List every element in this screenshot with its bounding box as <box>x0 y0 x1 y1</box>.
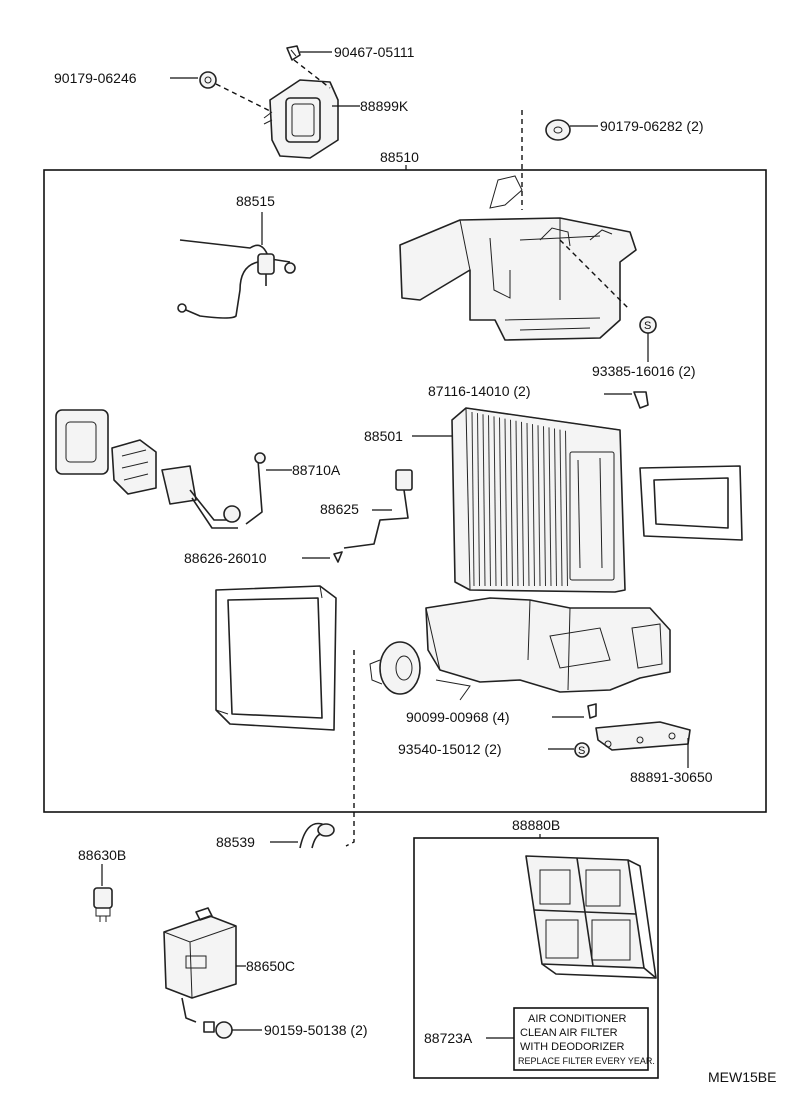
evaporator-fin <box>532 424 535 587</box>
evaporator-fin <box>537 425 541 587</box>
part-90159-50138-screw[interactable] <box>203 1021 233 1039</box>
assembly-label[interactable]: 88510 <box>380 149 419 165</box>
label-88626-26010[interactable]: 88626-26010 <box>184 550 267 566</box>
dashed-90467 <box>293 59 331 89</box>
evaporator-fin <box>515 420 519 587</box>
part-grommet-seal-left[interactable] <box>55 409 109 475</box>
label-88501[interactable]: 88501 <box>364 428 403 444</box>
label-90159-50138[interactable]: 90159-50138 (2) <box>264 1022 368 1038</box>
part-87116-14010-bracket[interactable] <box>633 391 649 409</box>
label-88650C[interactable]: 88650C <box>246 958 295 974</box>
evaporator-fin <box>565 430 568 587</box>
label-88539[interactable]: 88539 <box>216 834 255 850</box>
part-88630B-switch[interactable] <box>93 887 113 922</box>
evaporator-fin <box>521 421 524 587</box>
evaporator-fin <box>526 422 530 587</box>
diagram-code: MEW15BE <box>708 1069 776 1085</box>
evaporator-fin <box>548 427 552 587</box>
part-88650C-amplifier[interactable] <box>163 907 237 1023</box>
part-88539-drain-hose[interactable] <box>299 822 335 849</box>
part-93540-15012-washer[interactable]: S <box>574 742 590 758</box>
evaporator-fin <box>488 415 491 587</box>
label-93540-15012[interactable]: 93540-15012 (2) <box>398 741 502 757</box>
part-88626-26010-clip[interactable] <box>333 551 343 563</box>
evaporator-fin <box>510 419 513 587</box>
evaporator-fins <box>471 411 568 587</box>
evaporator-fin <box>471 411 475 587</box>
dashed-drain-hose <box>345 650 355 847</box>
label-93385-16016[interactable]: 93385-16016 (2) <box>592 363 696 379</box>
caution-line-4: REPLACE FILTER EVERY YEAR. <box>518 1056 655 1066</box>
dashed-upper-case-screw <box>559 239 631 311</box>
label-88723A[interactable]: 88723A <box>424 1030 473 1046</box>
air-filter-outline-box <box>413 837 659 1079</box>
svg-text:S: S <box>578 745 585 757</box>
evaporator-fin <box>477 413 480 587</box>
part-90179-06282-grommet[interactable] <box>545 119 571 141</box>
evaporator-fin <box>482 414 486 587</box>
label-90179-06282[interactable]: 90179-06282 (2) <box>600 118 704 134</box>
label-88891-30650[interactable]: 88891-30650 <box>630 769 713 785</box>
label-88880B[interactable]: 88880B <box>512 817 560 833</box>
part-88625-thermistor[interactable] <box>343 469 413 549</box>
label-88625[interactable]: 88625 <box>320 501 359 517</box>
label-90099-00968[interactable]: 90099-00968 (4) <box>406 709 510 725</box>
part-90099-00968-screw[interactable] <box>587 703 597 719</box>
label-88710A[interactable]: 88710A <box>292 462 341 478</box>
part-90179-06246-grommet[interactable] <box>199 71 217 89</box>
evaporator-fin <box>559 429 563 587</box>
label-88899K[interactable]: 88899K <box>360 98 409 114</box>
assembly-outline-box <box>43 169 767 813</box>
caution-line-2: CLEAN AIR FILTER <box>520 1027 618 1039</box>
dashed-90179-06246 <box>215 83 273 113</box>
part-88899K-cover[interactable] <box>263 79 339 159</box>
part-frame-seal-left[interactable] <box>215 585 337 731</box>
caution-label-88723A[interactable]: AIR CONDITIONER CLEAN AIR FILTER WITH DE… <box>513 1007 655 1071</box>
part-pipe-seal[interactable] <box>111 439 157 495</box>
label-88515[interactable]: 88515 <box>236 193 275 209</box>
part-90467-05111-clip[interactable] <box>286 45 301 61</box>
part-lower-case[interactable] <box>425 597 671 701</box>
evaporator-fin <box>543 426 546 587</box>
part-88710A-pipe[interactable] <box>161 452 266 529</box>
part-93385-16016-washer[interactable]: S <box>639 316 657 334</box>
evaporator-fin <box>504 418 508 587</box>
part-frame-seal-right[interactable] <box>639 465 743 541</box>
evaporator-fin <box>493 416 497 587</box>
part-drain-filter[interactable] <box>369 641 421 695</box>
part-88891-30650-bracket[interactable] <box>595 721 691 751</box>
svg-text:S: S <box>644 320 651 332</box>
caution-line-3: WITH DEODORIZER <box>520 1041 625 1053</box>
label-88630B[interactable]: 88630B <box>78 847 126 863</box>
label-87116-14010[interactable]: 87116-14010 (2) <box>428 383 530 399</box>
label-90467-05111[interactable]: 90467-05111 <box>334 44 415 60</box>
caution-line-1: AIR CONDITIONER <box>528 1013 626 1025</box>
evaporator-fin <box>499 417 502 587</box>
part-88515-expansion-valve[interactable] <box>177 239 296 319</box>
part-upper-case[interactable] <box>399 175 637 341</box>
label-90179-06246[interactable]: 90179-06246 <box>54 70 137 86</box>
part-88880B-air-filter[interactable] <box>525 855 657 979</box>
evaporator-fin <box>554 428 557 587</box>
